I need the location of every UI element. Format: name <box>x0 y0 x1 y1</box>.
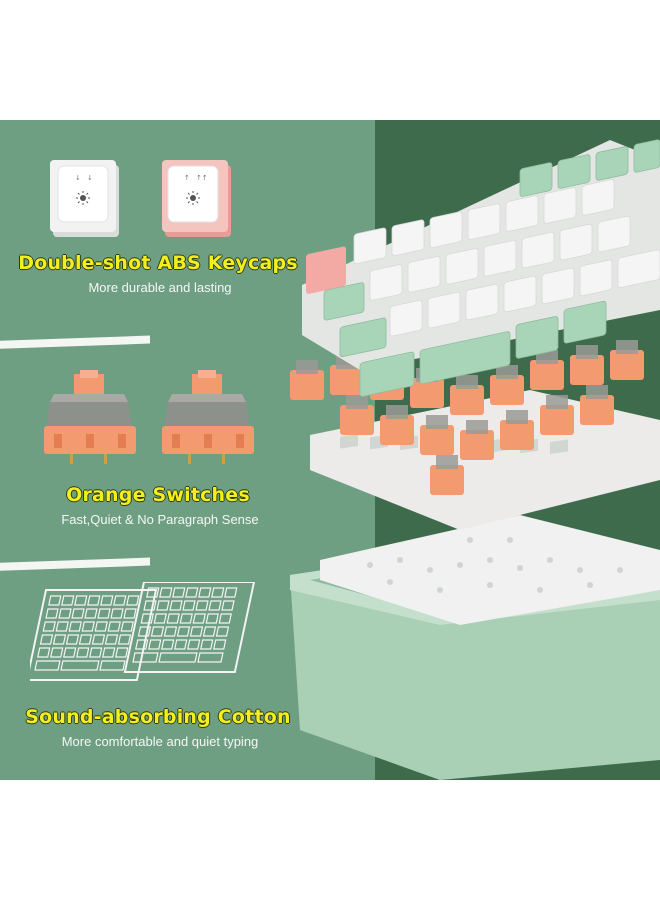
feature-subtitle-switches: Fast,Quiet & No Paragraph Sense <box>61 512 259 527</box>
feature-subtitle-cotton: More comfortable and quiet typing <box>61 734 259 749</box>
cotton-pad-1 <box>30 589 158 681</box>
svg-text:↓: ↓ <box>75 174 81 182</box>
keycap-2: ↑ ↑↑ <box>162 160 231 237</box>
divider-1 <box>0 330 150 352</box>
feature-subtitle-keycaps: More durable and lasting <box>88 280 232 295</box>
feature-panel: ↓ ↓ ↑ ↑↑ <box>0 120 660 780</box>
svg-text:↑↑: ↑↑ <box>196 174 208 182</box>
feature-title-switches: Orange Switches <box>66 484 250 506</box>
keycap-layer <box>302 139 660 397</box>
keycap-1: ↓ ↓ <box>50 160 119 237</box>
divider-2 <box>0 552 150 574</box>
feature-title-cotton: Sound-absorbing Cotton <box>25 706 291 728</box>
keycap-icon: ↓ ↓ ↑ ↑↑ <box>50 160 231 237</box>
feature-title-keycaps: Double-shot ABS Keycaps <box>18 252 298 274</box>
svg-text:↑: ↑ <box>184 174 190 182</box>
switch-icon <box>44 370 254 464</box>
switch-1 <box>44 370 136 464</box>
cotton-pad-icon <box>30 582 256 681</box>
svg-text:↓: ↓ <box>87 174 93 182</box>
switch-2 <box>162 370 254 464</box>
keyboard-plate-bottom <box>320 515 660 625</box>
exploded-keyboard-illustration <box>290 139 660 780</box>
cotton-pad-2 <box>123 582 256 673</box>
